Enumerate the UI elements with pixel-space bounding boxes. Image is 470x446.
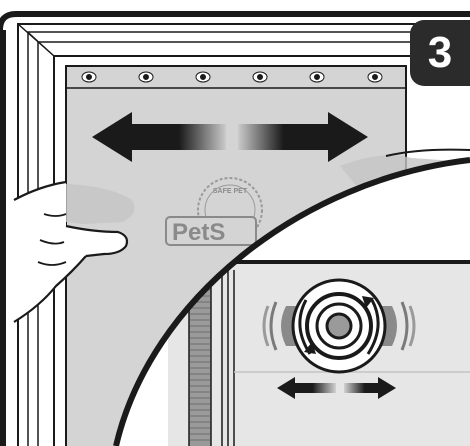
screw-icon [196, 72, 210, 82]
screw-icon [310, 72, 324, 82]
screw-icon [82, 72, 96, 82]
screw-icon [368, 72, 382, 82]
screw-icon [139, 72, 153, 82]
step-badge: 3 [410, 20, 470, 86]
logo-text: PetS [172, 219, 225, 246]
seal-text: SAFE PET [213, 188, 248, 195]
step-number: 3 [428, 31, 452, 75]
screw-icon [253, 72, 267, 82]
